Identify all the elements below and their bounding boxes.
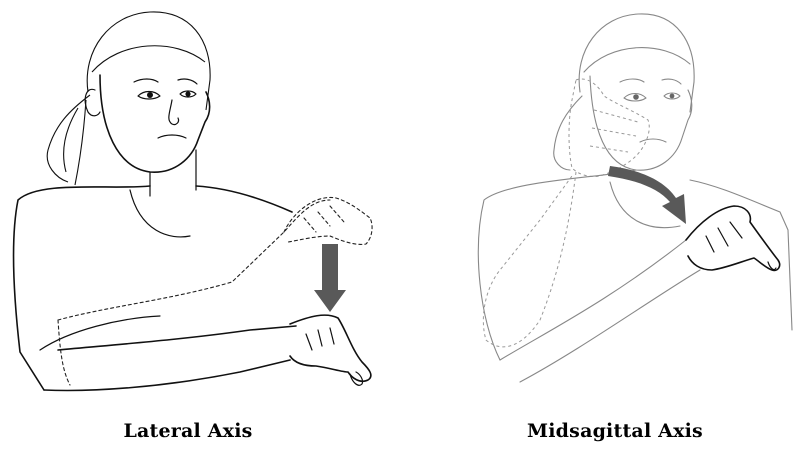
right-eyebrow bbox=[662, 79, 681, 84]
headband bbox=[92, 46, 205, 72]
ponytail bbox=[47, 95, 90, 185]
right-eyebrow bbox=[178, 79, 197, 84]
torso-outline bbox=[478, 170, 792, 360]
arm-final-position bbox=[44, 326, 296, 390]
hand-initial-finger-lines bbox=[590, 110, 638, 152]
mouth bbox=[640, 139, 666, 142]
arm-final-position bbox=[500, 240, 700, 382]
torso-outline bbox=[14, 186, 292, 390]
left-pupil bbox=[147, 92, 153, 98]
midsagittal-axis-panel: Midsagittal Axis bbox=[400, 0, 798, 450]
ponytail bbox=[554, 96, 582, 170]
arm-initial-position bbox=[58, 200, 330, 385]
arm-initial-position bbox=[483, 172, 576, 347]
face-outline bbox=[590, 76, 692, 170]
mouth bbox=[158, 135, 186, 138]
left-eyebrow bbox=[134, 79, 158, 82]
downward-arrow bbox=[314, 244, 346, 312]
left-pupil bbox=[633, 94, 639, 100]
right-pupil bbox=[670, 94, 675, 99]
right-pupil bbox=[185, 91, 190, 96]
nose bbox=[169, 100, 179, 125]
lateral-axis-caption: Lateral Axis bbox=[0, 420, 388, 442]
neckline bbox=[130, 190, 190, 237]
ear bbox=[85, 89, 100, 115]
hand-final-position bbox=[686, 206, 780, 270]
hand-initial-position bbox=[284, 197, 372, 244]
finger-lines bbox=[706, 222, 742, 252]
hand-final-position bbox=[290, 315, 371, 381]
headband bbox=[584, 48, 690, 72]
lateral-axis-panel: Lateral Axis bbox=[0, 0, 400, 450]
fingernail bbox=[350, 372, 363, 385]
midsagittal-axis-caption: Midsagittal Axis bbox=[416, 420, 798, 442]
face-outline bbox=[100, 75, 210, 172]
hand-initial-finger-lines bbox=[304, 206, 344, 232]
midsagittal-axis-illustration bbox=[400, 0, 798, 420]
left-eyebrow bbox=[620, 79, 644, 82]
finger-lines bbox=[306, 328, 334, 350]
curved-arrow bbox=[608, 166, 686, 224]
lateral-axis-illustration bbox=[0, 0, 400, 420]
